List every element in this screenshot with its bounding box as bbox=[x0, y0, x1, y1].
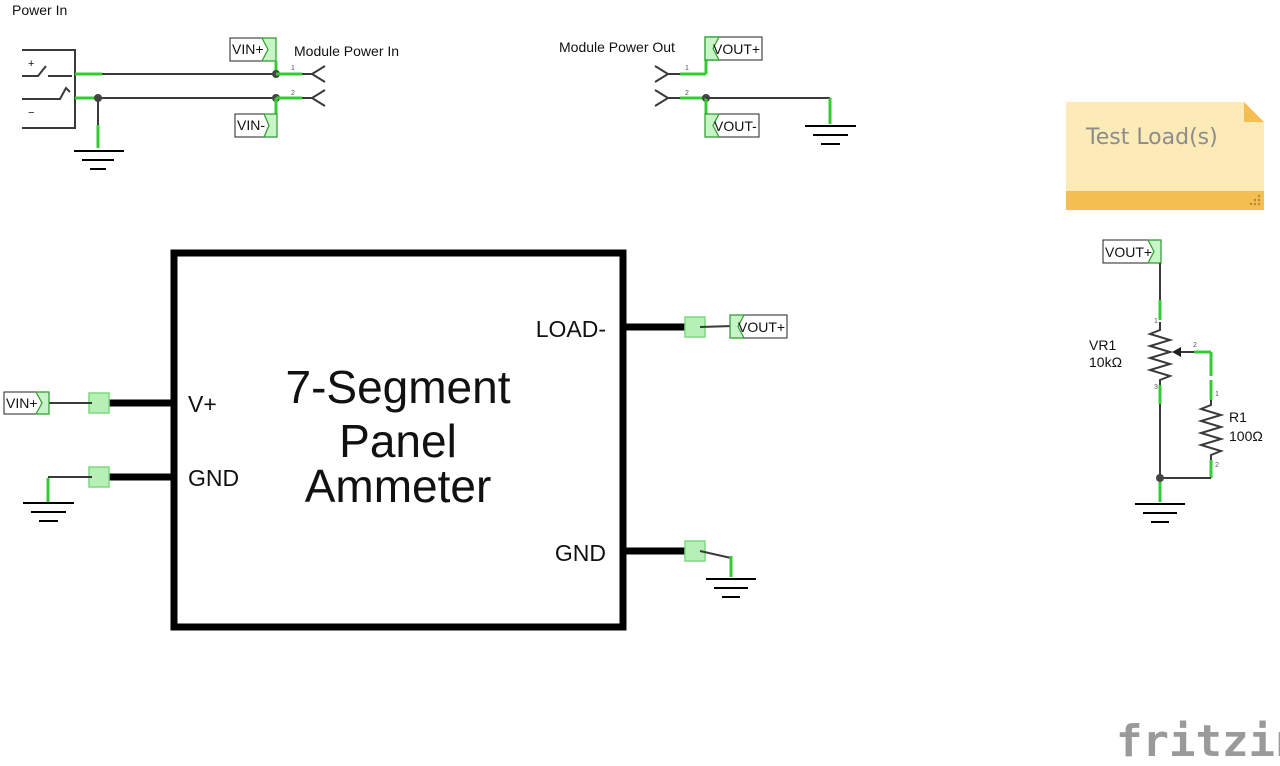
r1-ref: R1 bbox=[1229, 409, 1247, 425]
svg-text:2: 2 bbox=[291, 90, 295, 97]
ammeter-title-line3: Ammeter bbox=[305, 460, 492, 512]
r1-value: 100Ω bbox=[1229, 428, 1263, 444]
net-label-vin-plus-ammeter[interactable]: VIN+ bbox=[3, 391, 50, 415]
net-label-vout-minus[interactable]: VOUT- bbox=[704, 113, 760, 138]
ground-symbol-load bbox=[1135, 503, 1185, 523]
module-power-in-label: Module Power In bbox=[294, 43, 399, 59]
svg-text:VOUT-: VOUT- bbox=[714, 118, 757, 134]
resize-grip-icon[interactable] bbox=[1249, 194, 1261, 206]
svg-text:VIN+: VIN+ bbox=[232, 41, 264, 57]
net-label-vin-plus-top[interactable]: VIN+ bbox=[229, 37, 277, 62]
dc-barrel-jack[interactable]: + − bbox=[22, 49, 76, 129]
svg-text:VOUT+: VOUT+ bbox=[738, 319, 785, 335]
svg-text:VIN-: VIN- bbox=[237, 117, 265, 133]
potentiometer-vr1[interactable]: 1 3 2 VR1 10kΩ bbox=[1089, 318, 1211, 404]
svg-text:3: 3 bbox=[1154, 384, 1158, 391]
resistor-r1[interactable]: 1 2 R1 100Ω bbox=[1197, 380, 1263, 478]
svg-text:VIN+: VIN+ bbox=[6, 395, 38, 411]
svg-text:2: 2 bbox=[1193, 342, 1197, 349]
pin-label-load-minus: LOAD- bbox=[536, 316, 606, 342]
pin-label-gnd-left: GND bbox=[188, 465, 239, 491]
module-power-out-connector[interactable]: 1 2 bbox=[654, 65, 706, 107]
svg-text:VOUT+: VOUT+ bbox=[713, 41, 760, 57]
power-in-title: Power In bbox=[12, 2, 67, 18]
ground-symbol-ammeter-left bbox=[23, 502, 74, 522]
net-label-vout-plus-load[interactable]: VOUT+ bbox=[1102, 239, 1162, 264]
ground-symbol-module-out bbox=[805, 125, 856, 145]
ground-symbol-ammeter-right bbox=[706, 578, 756, 598]
ammeter-title-line2: Panel bbox=[339, 415, 457, 467]
junction-dot bbox=[94, 94, 102, 102]
svg-text:1: 1 bbox=[685, 65, 689, 72]
ammeter-title-line1: 7-Segment bbox=[285, 361, 510, 413]
svg-text:2: 2 bbox=[1215, 462, 1219, 469]
fritzing-logo: fritzing bbox=[1116, 716, 1280, 766]
svg-text:1: 1 bbox=[1215, 391, 1219, 398]
ground-symbol-jack bbox=[74, 150, 124, 170]
net-label-vout-plus-top[interactable]: VOUT+ bbox=[704, 36, 763, 61]
svg-text:VOUT+: VOUT+ bbox=[1105, 244, 1152, 260]
jack-plus-sign: + bbox=[28, 58, 34, 70]
svg-text:1: 1 bbox=[1154, 318, 1158, 325]
ammeter-module[interactable]: 7-Segment Panel Ammeter V+ GND LOAD- GND bbox=[170, 249, 627, 631]
module-power-out-label: Module Power Out bbox=[559, 39, 675, 55]
vr1-ref: VR1 bbox=[1089, 337, 1116, 353]
test-load-note[interactable]: Test Load(s) bbox=[1066, 102, 1264, 210]
pin-label-gnd-right: GND bbox=[555, 540, 606, 566]
net-label-vin-minus[interactable]: VIN- bbox=[234, 113, 278, 138]
svg-text:1: 1 bbox=[291, 65, 295, 72]
svg-text:2: 2 bbox=[685, 90, 689, 97]
note-text: Test Load(s) bbox=[1085, 125, 1218, 150]
vr1-value: 10kΩ bbox=[1089, 354, 1122, 370]
module-power-in-connector[interactable]: 1 2 bbox=[276, 65, 326, 107]
pin-label-v-plus: V+ bbox=[188, 391, 217, 417]
net-label-vout-plus-ammeter[interactable]: VOUT+ bbox=[729, 314, 788, 339]
jack-minus-sign: − bbox=[28, 107, 34, 119]
